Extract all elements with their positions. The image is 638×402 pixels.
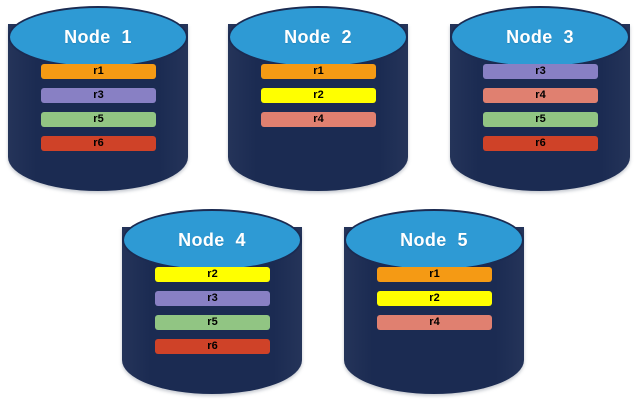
- record-list: r1 r3 r5 r6: [41, 64, 156, 151]
- record-bar-r2[interactable]: r2: [155, 267, 270, 282]
- cylinder-top: [450, 6, 630, 68]
- record-bar-r3[interactable]: r3: [155, 291, 270, 306]
- record-bar-r6[interactable]: r6: [483, 136, 598, 151]
- record-bar-r1[interactable]: r1: [377, 267, 492, 282]
- record-bar-r3[interactable]: r3: [483, 64, 598, 79]
- record-bar-r5[interactable]: r5: [155, 315, 270, 330]
- record-bar-r4[interactable]: r4: [483, 88, 598, 103]
- record-bar-r6[interactable]: r6: [155, 339, 270, 354]
- cylinder-top: [122, 209, 302, 271]
- record-list: r2 r3 r5 r6: [155, 267, 270, 354]
- record-bar-r5[interactable]: r5: [483, 112, 598, 127]
- record-bar-r2[interactable]: r2: [261, 88, 376, 103]
- record-bar-r1[interactable]: r1: [41, 64, 156, 79]
- record-bar-r6[interactable]: r6: [41, 136, 156, 151]
- record-list: r1 r2 r4: [377, 267, 492, 330]
- record-bar-r4[interactable]: r4: [377, 315, 492, 330]
- record-list: r3 r4 r5 r6: [483, 64, 598, 151]
- cylinder-top: [344, 209, 524, 271]
- record-bar-r4[interactable]: r4: [261, 112, 376, 127]
- cylinder-top: [8, 6, 188, 68]
- cylinder-top: [228, 6, 408, 68]
- record-bar-r2[interactable]: r2: [377, 291, 492, 306]
- record-bar-r1[interactable]: r1: [261, 64, 376, 79]
- record-bar-r3[interactable]: r3: [41, 88, 156, 103]
- record-bar-r5[interactable]: r5: [41, 112, 156, 127]
- record-list: r1 r2 r4: [261, 64, 376, 127]
